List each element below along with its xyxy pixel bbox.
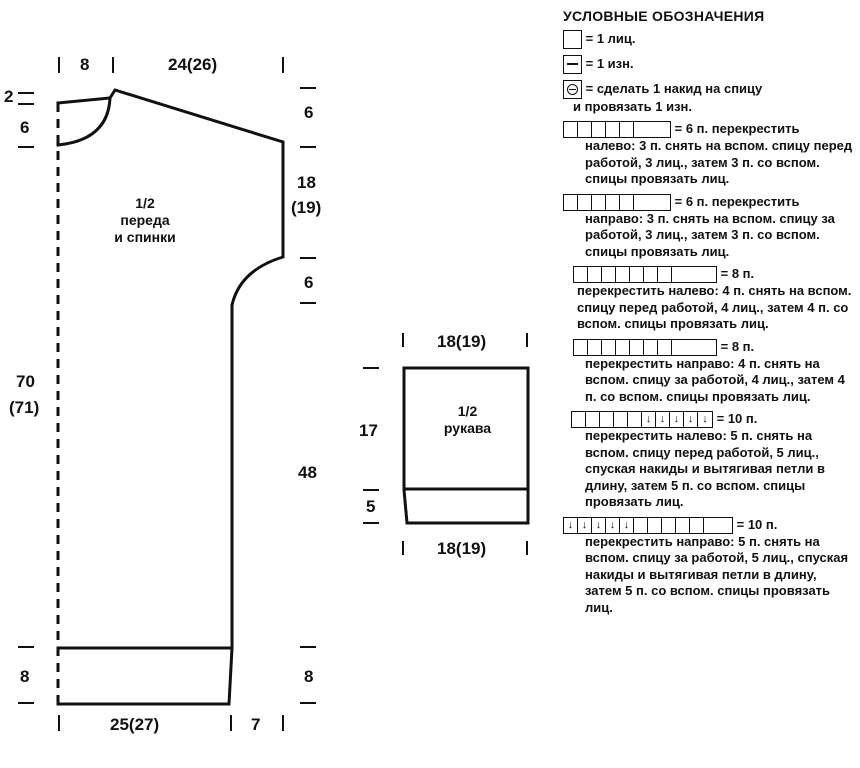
cable6-right-desc: направо: 3 п. снять на вспом. спицу за р… [585,210,835,259]
legend-purl: = 1 изн. [563,55,853,74]
neck-width-label: 8 [80,55,90,74]
legend-cable6-left: = 6 п. перекрестить [563,121,853,139]
legend-knit: = 1 лиц. [563,30,853,49]
purl-symbol-icon [563,55,582,74]
cable10-right-desc: перекрестить направо: 5 п. снять на вспо… [585,533,849,615]
top-drop-label: 2 [4,87,14,106]
cable8-right-symbol-icon [573,338,717,356]
body-outline [56,88,285,706]
yarn-over-desc: и провязать 1 изн. [573,99,692,114]
yarn-over-symbol-icon [563,80,582,99]
legend-cable10-left: ↓↓↓↓↓ = 10 п. [563,411,853,429]
rib-height-left-label: 8 [20,667,30,686]
body-piece-label: 1/2 переда и спинки [114,195,176,245]
cable8-right-desc: перекрестить направо: 4 п. снять на вспо… [585,355,845,404]
cable8-left-desc: перекрестить налево: 4 п. снять на вспом… [577,283,852,332]
rib-height-right-label: 8 [304,667,314,686]
cable6-left-symbol-icon [563,121,671,139]
cable10-right-symbol-icon: ↓↓↓↓↓ [563,516,733,534]
legend-title: УСЛОВНЫЕ ОБОЗНАЧЕНИЯ [563,8,765,24]
sleeve-cuff-label: 5 [366,497,376,516]
side-step-label: 7 [251,715,261,734]
body-length-alt-label: (71) [9,398,40,417]
body-length-label: 70 [16,372,35,391]
sleeve-top-width-label: 18(19) [437,332,487,351]
legend-cable10-right: ↓↓↓↓↓ = 10 п. [563,517,853,534]
cable6-left-desc: налево: 3 п. снять на вспом. спицу перед… [585,138,853,187]
neckline-curve [56,96,112,147]
legend-cable8-left: = 8 п. [563,266,853,284]
legend: УСЛОВНЫЕ ОБОЗНАЧЕНИЯ = 1 лиц. = 1 изн. =… [563,8,853,616]
sleeve-outline [402,366,530,525]
neck-depth-label: 6 [20,118,30,137]
armhole-alt-label: (19) [291,198,322,217]
sleeve-piece-label: 1/2 рукава [443,403,492,436]
shoulder-drop-label: 6 [304,103,314,122]
side-length-label: 48 [298,463,317,482]
cable8-left-symbol-icon [573,266,717,284]
armhole-label: 18 [297,173,316,192]
bottom-width-label: 25(27) [110,715,160,734]
cable10-left-desc: перекрестить налево: 5 п. снять на вспом… [585,428,825,510]
legend-cable8-right: = 8 п. [563,339,853,356]
legend-cable6-right: = 6 п. перекрестить [563,194,853,211]
armhole-curve-label: 6 [304,273,314,292]
cable6-right-symbol-icon [563,193,671,211]
cable10-left-symbol-icon: ↓↓↓↓↓ [571,411,713,429]
sleeve-bottom-width-label: 18(19) [437,539,487,558]
sleeve-height-label: 17 [359,421,378,440]
knit-symbol-icon [563,30,582,49]
legend-yarn-over: = сделать 1 накид на спицу [563,80,853,99]
shoulder-width-label: 24(26) [168,55,218,74]
